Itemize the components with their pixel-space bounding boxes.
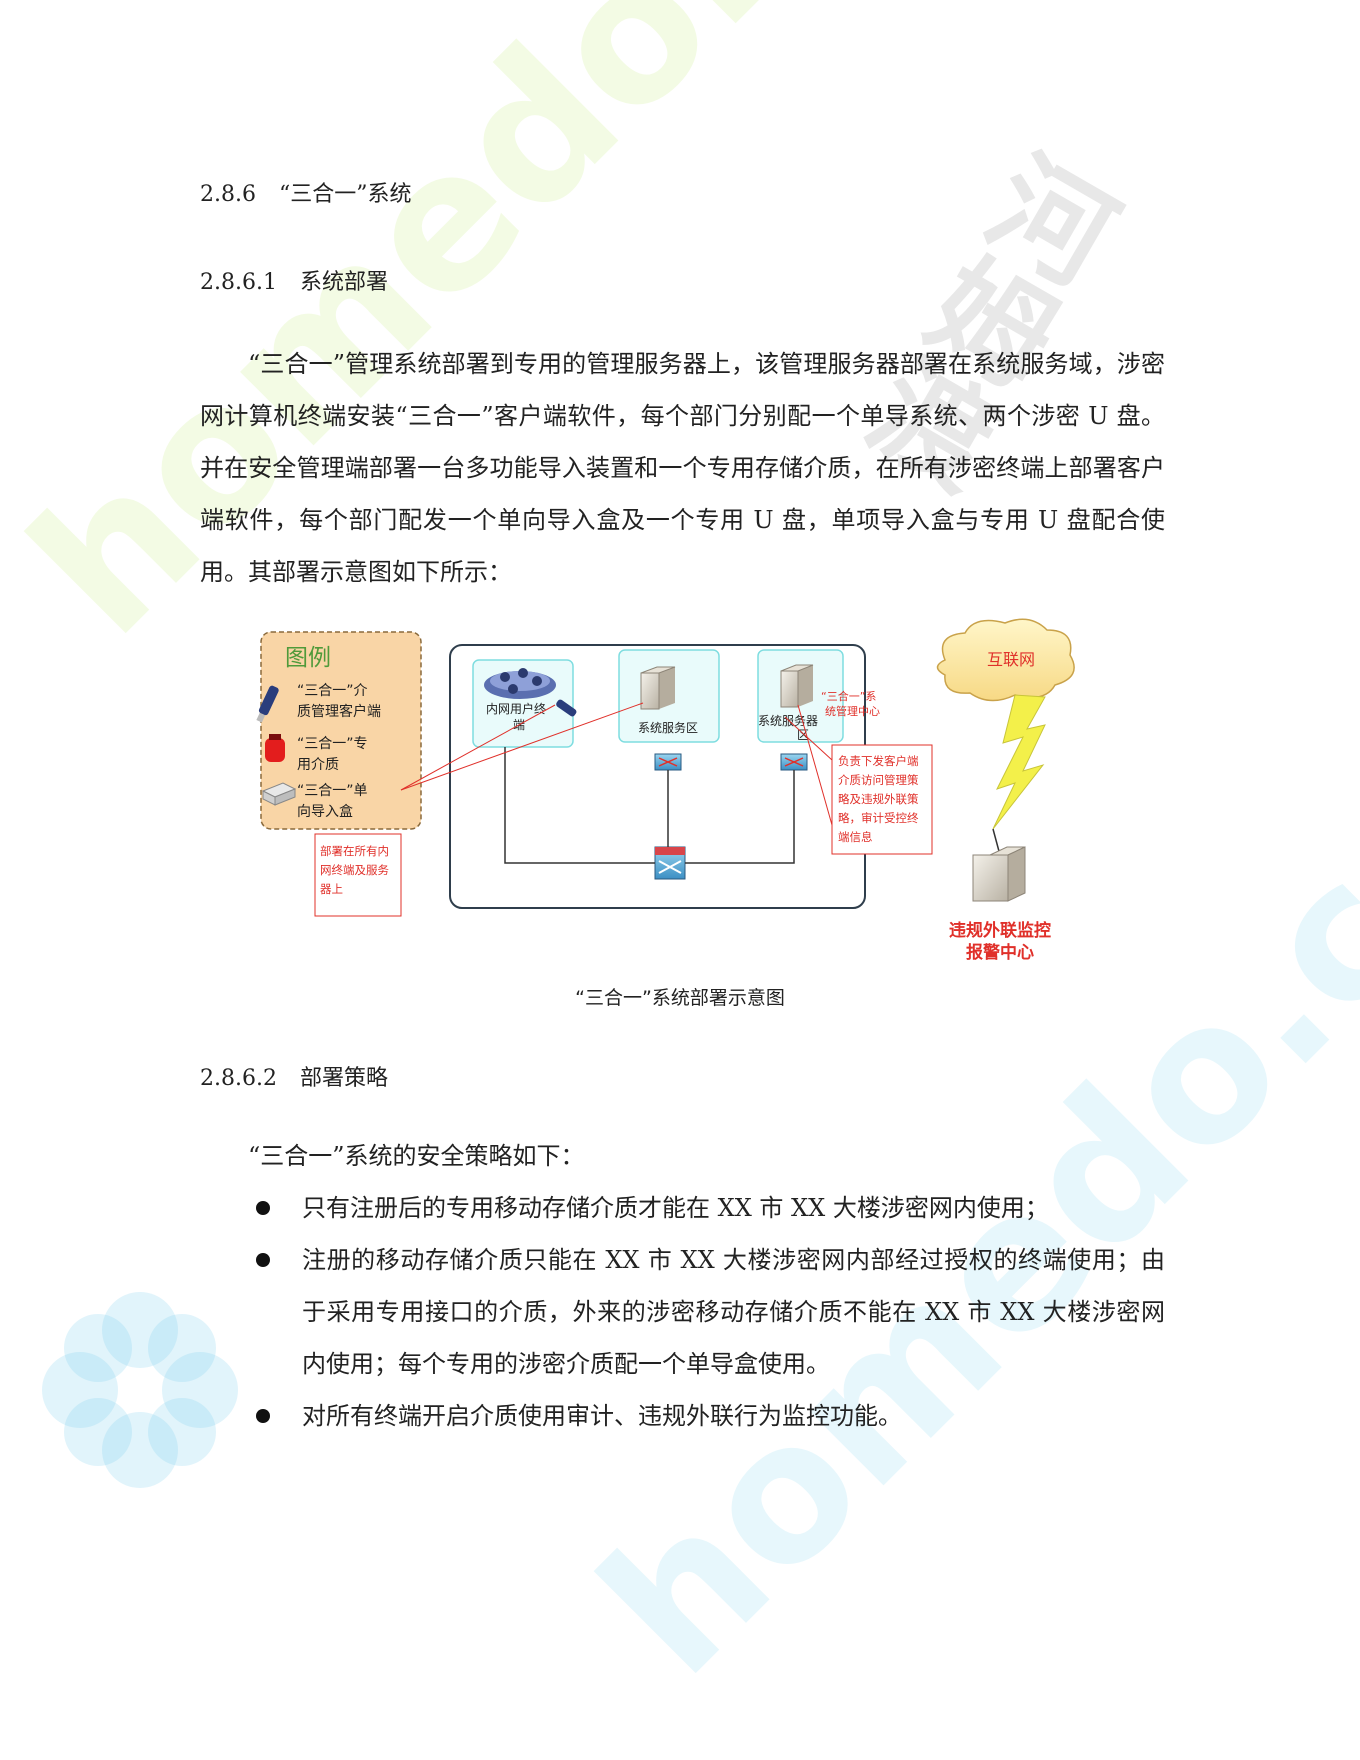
zone-system-service-label: 系统服务区 — [638, 720, 698, 735]
watermark-flower-icon — [42, 1292, 238, 1488]
legend-label: 用介质 — [297, 757, 339, 773]
core-switch-icon — [654, 846, 686, 880]
section-heading: 2.8.6 “三合一”系统 — [200, 176, 411, 208]
internet-cloud-icon: 互联网 — [936, 618, 1075, 702]
list-item: 只有注册后的专用移动存储介质才能在 XX 市 XX 大楼涉密网内使用； — [200, 1182, 1165, 1234]
policy-list: 只有注册后的专用移动存储介质才能在 XX 市 XX 大楼涉密网内使用； 注册的移… — [200, 1182, 1165, 1442]
usb-key-icon — [256, 685, 279, 723]
switch-icon — [654, 753, 682, 771]
switch-icon — [780, 753, 808, 771]
subsection-heading: 2.8.6.2 部署策略 — [200, 1060, 388, 1092]
svg-text:略及违规外联策: 略及违规外联策 — [838, 792, 919, 806]
body-paragraph: “三合一”系统的安全策略如下： — [248, 1142, 585, 1170]
heading-number: 2.8.6.1 — [200, 270, 277, 295]
svg-text:介质访问管理策: 介质访问管理策 — [838, 773, 919, 787]
alarm-center-label: 违规外联监控 — [949, 920, 1051, 941]
svg-text:略，审计受控终: 略，审计受控终 — [838, 811, 919, 825]
import-box-icon — [261, 782, 297, 806]
legend: 图例 “三合一”介 质管理客户端 “三合一”专 用介质 “三合一”单 向导入 — [256, 631, 422, 830]
heading-number: 2.8.6.2 — [200, 1066, 277, 1091]
network-links — [504, 747, 795, 864]
callout-lines — [400, 702, 833, 826]
mgmt-center-label: 统管理中心 — [825, 704, 880, 718]
legend-label: 质管理客户端 — [297, 703, 381, 720]
usb-key-icon — [556, 699, 577, 717]
user-terminals-icon — [484, 668, 556, 699]
red-storage-icon — [265, 734, 285, 762]
list-item: 对所有终端开启介质使用审计、违规外联行为监控功能。 — [200, 1390, 1165, 1442]
svg-text:端信息: 端信息 — [838, 830, 873, 844]
figure-caption: “三合一”系统部署示意图 — [575, 987, 785, 1009]
legend-title: 图例 — [285, 645, 331, 671]
zone-users-label: 内网用户终 — [486, 701, 546, 716]
heading-title: 部署策略 — [299, 1066, 388, 1091]
lightning-icon — [992, 694, 1046, 830]
server-icon — [780, 664, 814, 708]
heading-title: “三合一”系统 — [278, 182, 412, 207]
svg-text:器上: 器上 — [320, 882, 343, 896]
svg-text:网终端及服务: 网终端及服务 — [320, 863, 389, 877]
heading-title: 系统部署 — [299, 270, 388, 295]
legend-label: 向导入盒 — [297, 803, 353, 820]
legend-label: “三合一”单 — [297, 783, 368, 799]
bullet-icon — [256, 1409, 270, 1423]
note-left: 部署在所有内 网终端及服务 器上 — [314, 833, 402, 917]
alarm-center-label: 报警中心 — [966, 942, 1034, 963]
body-paragraph: “三合一”管理系统部署到专用的管理服务器上，该管理服务器部署在系统服务域，涉密网… — [200, 350, 1165, 586]
bullet-icon — [256, 1253, 270, 1267]
bullet-icon — [256, 1201, 270, 1215]
zone-server-label: 系统服务器 — [758, 713, 818, 728]
legend-label: “三合一”专 — [297, 736, 368, 752]
legend-label: “三合一”介 — [297, 683, 368, 699]
note-right: 负责下发客户端 介质访问管理策 略及违规外联策 略，审计受控终 端信息 — [831, 744, 933, 855]
svg-text:部署在所有内: 部署在所有内 — [320, 844, 389, 858]
server-icon — [972, 846, 1026, 902]
internet-label: 互联网 — [987, 650, 1035, 669]
mgmt-center-label: “三合一”系 — [821, 689, 876, 703]
server-icon — [640, 666, 676, 710]
heading-number: 2.8.6 — [200, 182, 256, 207]
deployment-diagram: 图例 “三合一”介 质管理客户端 “三合一”专 用介质 “三合一”单 向导入 — [256, 618, 1075, 963]
svg-text:负责下发客户端: 负责下发客户端 — [838, 754, 919, 768]
list-item: 注册的移动存储介质只能在 XX 市 XX 大楼涉密网内部经过授权的终端使用；由于… — [200, 1234, 1165, 1390]
subsection-heading: 2.8.6.1 系统部署 — [200, 264, 388, 296]
